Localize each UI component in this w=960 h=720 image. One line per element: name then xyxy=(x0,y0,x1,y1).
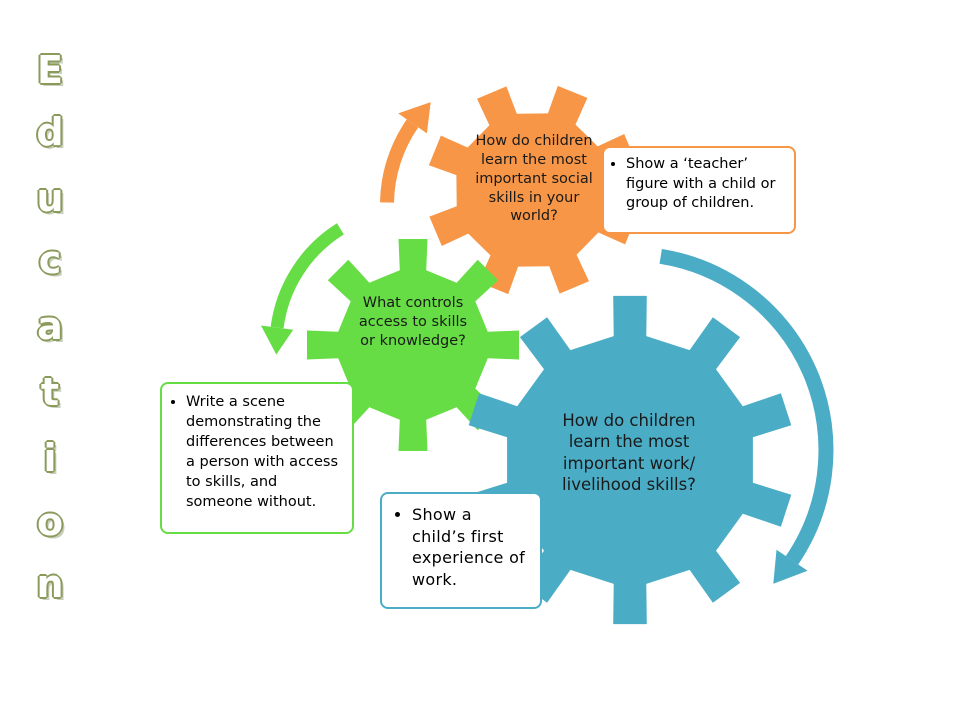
title-letter: t xyxy=(40,370,60,414)
blue-curved-arrow-head xyxy=(773,549,808,584)
orange-curved-arrow-head xyxy=(398,102,431,134)
title-letter: d xyxy=(36,110,64,154)
blue-gear xyxy=(468,295,792,625)
title-letter: o xyxy=(36,500,64,544)
orange-curved-arrow xyxy=(380,119,419,203)
orange-gear xyxy=(428,85,638,295)
title-letter: u xyxy=(36,176,64,220)
title-letter: E xyxy=(37,48,63,92)
title-letter: a xyxy=(37,304,63,348)
title-letter: i xyxy=(43,436,57,480)
green-prompt-box: Write a scene demonstrating the differen… xyxy=(160,382,354,534)
green-gear-question: What controls access to skills or knowle… xyxy=(358,295,468,349)
orange-prompt-text: Show a ‘teacher’ figure with a child or … xyxy=(626,155,786,214)
title-letter: c xyxy=(38,238,62,282)
blue-prompt-text: Show a child’s first experience of work. xyxy=(412,504,530,590)
orange-gear-question: How do children learn the most important… xyxy=(475,133,593,225)
green-prompt-text: Write a scene demonstrating the differen… xyxy=(186,392,344,512)
blue-prompt-box: Show a child’s first experience of work. xyxy=(380,492,542,609)
green-curved-arrow-head xyxy=(261,325,294,355)
green-curved-arrow xyxy=(270,223,344,329)
blue-curved-arrow xyxy=(659,248,834,565)
blue-gear-question: How do children learn the most important… xyxy=(562,411,696,495)
green-gear xyxy=(307,239,519,451)
orange-prompt-box: Show a ‘teacher’ figure with a child or … xyxy=(602,146,796,234)
title-letter: n xyxy=(36,562,64,606)
